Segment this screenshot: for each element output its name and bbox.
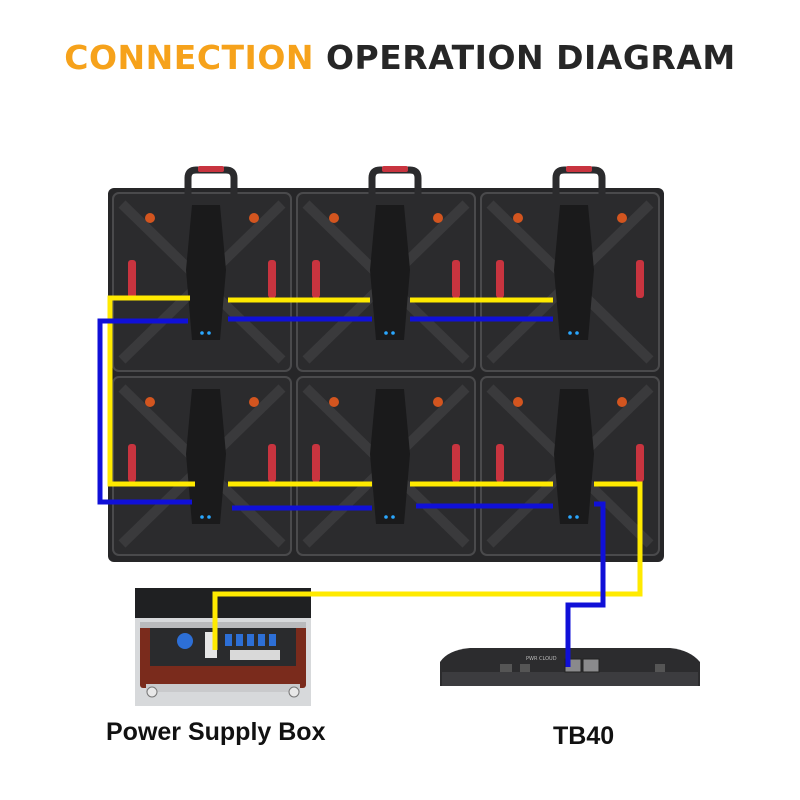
cabinet-red-latch [312, 444, 320, 482]
power-connector-icon [177, 633, 193, 649]
cabinet-lock-icon [433, 397, 443, 407]
cabinet-lock-icon [249, 213, 259, 223]
cabinet-power-module [554, 205, 594, 340]
cabinet-lock-icon [329, 213, 339, 223]
cabinet-lock-icon [513, 213, 523, 223]
cabinet-red-latch [268, 260, 276, 298]
cabinet-red-latch [636, 444, 644, 482]
handle-grip [382, 166, 408, 172]
cabinet-red-latch [636, 260, 644, 298]
status-led-icon [384, 515, 388, 519]
cabinet-power-module [370, 389, 410, 524]
cabinet-red-latch [452, 260, 460, 298]
status-led-icon [568, 515, 572, 519]
power-supply-box [135, 588, 311, 706]
status-led-icon [391, 515, 395, 519]
led-cabinet [481, 377, 659, 555]
cabinet-red-latch [452, 444, 460, 482]
cabinet-red-latch [312, 260, 320, 298]
cabinet-lock-icon [513, 397, 523, 407]
power-supply-box-label: Power Supply Box [106, 718, 325, 747]
handle-grip [198, 166, 224, 172]
ethernet-port-icon [583, 659, 599, 672]
status-led-icon [575, 331, 579, 335]
status-led-icon [575, 515, 579, 519]
cabinet-lock-icon [433, 213, 443, 223]
status-led-icon [200, 331, 204, 335]
status-led-icon [200, 515, 204, 519]
led-cabinet [297, 193, 475, 371]
cabinet-power-module [554, 389, 594, 524]
power-box-wheel [289, 687, 299, 697]
cabinet-lock-icon [617, 213, 627, 223]
led-cabinet [113, 377, 291, 555]
led-cabinet [481, 193, 659, 371]
cabinet-red-latch [268, 444, 276, 482]
power-box-panel [150, 628, 296, 666]
status-led-icon [207, 331, 211, 335]
cabinet-power-module [370, 205, 410, 340]
led-cabinet [297, 377, 475, 555]
tb40-label: TB40 [553, 722, 614, 751]
cabinet-lock-icon [617, 397, 627, 407]
power-box-wheel [147, 687, 157, 697]
cabinet-lock-icon [329, 397, 339, 407]
cabinet-red-latch [128, 260, 136, 298]
cabinet-lock-icon [145, 397, 155, 407]
led-cabinet [113, 193, 291, 371]
cabinet-power-module [186, 205, 226, 340]
status-led-icon [207, 515, 211, 519]
controller-panel-label: PWR CLOUD [526, 656, 557, 662]
cabinet-red-latch [496, 444, 504, 482]
cabinet-lock-icon [249, 397, 259, 407]
cabinet-red-latch [128, 444, 136, 482]
status-led-icon [384, 331, 388, 335]
handle-grip [566, 166, 592, 172]
cabinet-red-latch [496, 260, 504, 298]
status-led-icon [568, 331, 572, 335]
cabinet-lock-icon [145, 213, 155, 223]
status-led-icon [391, 331, 395, 335]
